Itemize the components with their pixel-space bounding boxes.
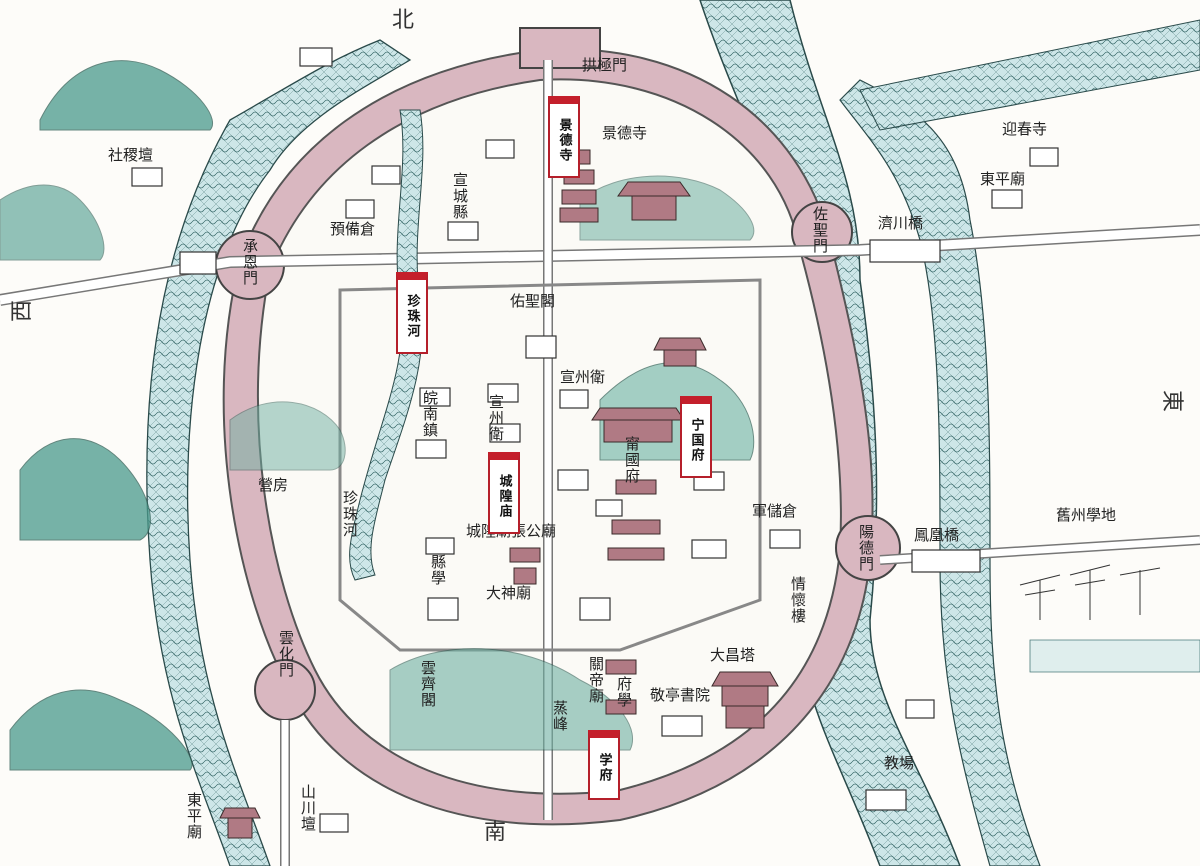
tag-jingde-temple[interactable]: 景德寺: [548, 96, 580, 178]
label-xuancheng-county: 宣城縣: [451, 172, 469, 220]
label-gongji-gate: 拱極門: [582, 56, 628, 74]
fu-school-bldg: [605, 659, 637, 715]
compass-north: 北: [392, 8, 415, 33]
mountain-west-inner: [229, 401, 346, 471]
label-youyi-gate: 佑聖閣: [510, 292, 556, 310]
label-fu-school: 府學: [615, 676, 633, 708]
label-xuanzhou-guard-2: 宣州衛: [487, 394, 505, 442]
outline-buildings: [131, 47, 1059, 833]
compass-south: 南: [484, 820, 507, 845]
label-dongping-sw: 東平廟: [185, 792, 203, 840]
label-yubei-granary: 預備倉: [330, 220, 376, 238]
mountain-nw: [39, 60, 213, 131]
jiqiao-bridge-drawing: [869, 239, 941, 263]
label-dongping-ne: 東平廟: [980, 170, 1026, 188]
label-yunqi-pavilion: 雲齊閣: [419, 660, 437, 708]
label-ningguo-fu: 甯國府: [623, 436, 641, 484]
label-county-school: 縣學: [429, 554, 447, 586]
label-guandi-temple: 關帝廟: [587, 656, 605, 704]
label-xuanzhou-guard: 宣州衛: [560, 368, 606, 386]
river-mouth-top: [859, 19, 1200, 131]
label-zuobei-gate: 佐聖門: [811, 206, 829, 254]
label-chengsi-gate: 承恩門: [241, 238, 259, 286]
compass-east: 東: [1159, 389, 1185, 413]
label-yangde-gate: 陽德門: [857, 524, 875, 572]
label-yingchun-temple: 迎春寺: [1002, 120, 1048, 138]
label-yonghua-gate: 雲化門: [277, 630, 295, 678]
mountain-w2: [19, 438, 151, 541]
label-dashen-temple: 大神廟: [486, 584, 532, 602]
label-junchu-granary: 軍儲倉: [752, 502, 798, 520]
mountain-w1: [0, 184, 105, 261]
tag-prefecture-school[interactable]: 学府: [588, 730, 620, 800]
label-barracks: 營房: [258, 476, 289, 494]
chengsi-bridge-drawing: [179, 251, 217, 275]
mountain-south: [389, 648, 634, 751]
east-meadow: [1029, 639, 1200, 673]
label-zhenzhu-river: 珍珠河: [341, 490, 359, 538]
label-jingde-temple: 景德寺: [602, 124, 648, 142]
label-shanchuan-altar: 山川壇: [299, 784, 317, 832]
label-jiu-xuezhou: 舊州學地: [1056, 506, 1117, 524]
label-jiaochang: 教場: [884, 754, 915, 772]
label-jingting-peak: 蒸峰: [551, 700, 569, 732]
dashen-temple-bldg: [509, 547, 541, 585]
compass-west: 西: [10, 299, 36, 323]
label-wannan-town: 皖南鎮: [421, 390, 439, 438]
label-jiqiao-bridge: 濟川橋: [878, 214, 924, 232]
label-qinghuai-tower: 情懷樓: [789, 576, 807, 624]
label-jingting: 敬亭書院: [650, 686, 711, 704]
ningguo-hall: [591, 337, 707, 561]
tag-chenghuang-temple[interactable]: 城隍庙: [488, 452, 520, 534]
pine-trees-east: [1019, 564, 1161, 620]
fenghuang-bridge-drawing: [911, 549, 981, 573]
tag-zhenzhu-river[interactable]: 珍珠河: [396, 272, 428, 354]
mountain-sw: [9, 689, 193, 771]
inner-ring-road: [338, 278, 762, 652]
taichang-tower: [711, 671, 779, 729]
label-fenghuang-bridge: 鳳凰橋: [914, 526, 960, 544]
dongping-sw-bldg: [219, 807, 261, 839]
tag-ningguo-prefecture[interactable]: 宁国府: [680, 396, 712, 478]
label-sheji-altar: 社稷壇: [108, 146, 154, 164]
north-gate: [519, 27, 601, 69]
label-taichang: 大昌塔: [710, 646, 756, 664]
jingde-hall: [617, 181, 691, 221]
